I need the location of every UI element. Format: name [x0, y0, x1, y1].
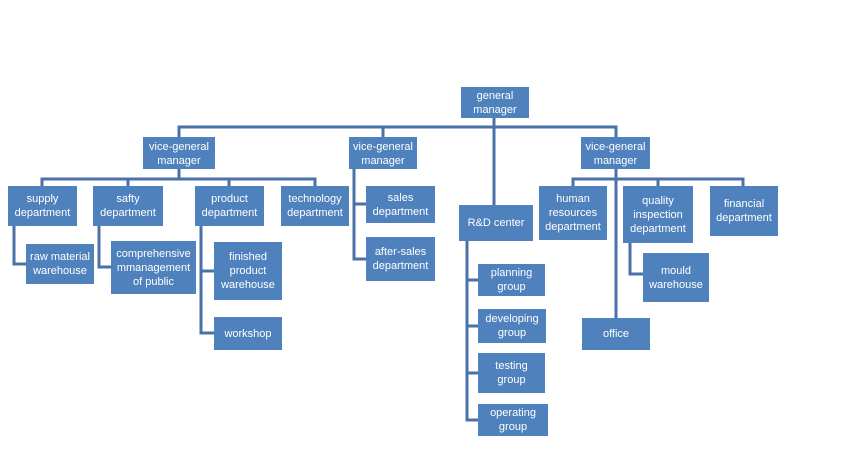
workshop-box: workshop — [214, 317, 282, 350]
raw-material-warehouse-box: raw material warehouse — [26, 244, 94, 284]
vice-general-manager-left-box: vice-general manager — [143, 137, 215, 169]
finished-product-warehouse-box: finished product warehouse — [214, 242, 282, 300]
general-manager-box: general manager — [461, 87, 529, 118]
supply-department-box: supply department — [8, 186, 77, 226]
developing-group-box: developing group — [478, 309, 546, 343]
financial-department-box: financial department — [710, 186, 778, 236]
vice-general-manager-right-box: vice-general manager — [581, 137, 650, 169]
sales-department-box: sales department — [366, 186, 435, 223]
rd-center-box: R&D center — [459, 205, 533, 241]
safty-department-box: safty department — [93, 186, 163, 226]
operating-group-box: operating group — [478, 404, 548, 436]
quality-inspection-department-box: quality inspection department — [623, 186, 693, 243]
comprehensive-management-box: comprehensive mmanagement of public — [111, 241, 196, 294]
product-department-box: product department — [195, 186, 264, 226]
vice-general-manager-center-box: vice-general manager — [349, 137, 417, 169]
office-box: office — [582, 318, 650, 350]
human-resources-department-box: human resources department — [539, 186, 607, 240]
mould-warehouse-box: mould warehouse — [643, 253, 709, 302]
technology-department-box: technology department — [281, 186, 349, 226]
planning-group-box: planning group — [478, 264, 545, 296]
testing-group-box: testing group — [478, 353, 545, 393]
after-sales-department-box: after-sales department — [366, 237, 435, 281]
